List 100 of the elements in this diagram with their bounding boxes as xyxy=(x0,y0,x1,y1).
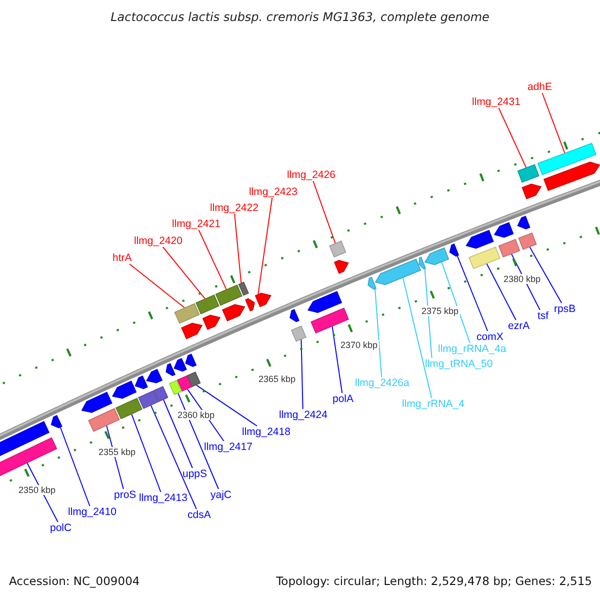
gene-box xyxy=(88,408,120,432)
gene-marker xyxy=(418,256,426,270)
gene-label: llmg_2413 xyxy=(139,492,188,504)
leader-line xyxy=(234,214,242,284)
leader-line xyxy=(486,263,516,320)
leader-line xyxy=(374,288,382,378)
title: Lactococcus lactis subsp. cremoris MG1363, complete genome xyxy=(110,10,490,24)
gene-marker xyxy=(290,308,300,322)
genome-summary: Topology: circular; Length: 2,529,478 bp; Genes: 2,515 xyxy=(276,574,592,588)
gene-label: llmg_2424 xyxy=(279,409,328,421)
gene-box xyxy=(153,386,168,402)
leader-line xyxy=(332,326,343,394)
scale-label: 2380 kbp xyxy=(502,274,542,284)
gene-marker xyxy=(543,162,600,191)
gene-marker xyxy=(368,276,377,290)
gene-marker xyxy=(0,421,50,458)
accession-label: Accession: NC_009004 xyxy=(9,574,140,588)
scale-label: 2350 kbp xyxy=(18,485,57,495)
gene-marker xyxy=(50,414,62,428)
gene-box xyxy=(518,232,537,250)
gene-label: llmg_2417 xyxy=(204,441,252,453)
gene-label: cdsA xyxy=(188,509,211,521)
gene-label: llmg_2426a xyxy=(355,377,410,389)
leader-line xyxy=(424,268,432,358)
leader-line xyxy=(162,246,206,300)
scale-label: 2370 kbp xyxy=(340,340,379,350)
gene-label: llmg_2421 xyxy=(172,218,220,230)
gene-marker xyxy=(202,314,221,330)
gene-label: proS xyxy=(114,489,136,501)
gene-box xyxy=(186,372,201,388)
gene-label: yajC xyxy=(210,489,232,501)
gene-box xyxy=(468,246,500,270)
leader-line xyxy=(456,255,488,332)
gene-box xyxy=(517,164,540,183)
gene-label: llmg_tRNA_50 xyxy=(425,358,493,370)
gene-box xyxy=(0,437,58,478)
gene-label: uppS xyxy=(182,468,208,480)
gene-box xyxy=(174,303,200,324)
gene-label: htrA xyxy=(112,252,132,264)
leader-line xyxy=(60,426,90,506)
leader-line xyxy=(498,108,527,168)
leader-line xyxy=(163,399,193,468)
gene-marker xyxy=(112,380,137,399)
gene-label: polC xyxy=(50,522,72,534)
gene-box xyxy=(498,238,520,258)
gene-marker xyxy=(174,358,187,372)
gene-box xyxy=(329,240,346,258)
gene-marker xyxy=(81,392,112,413)
gene-box xyxy=(215,284,242,306)
gene-label: tsf xyxy=(538,310,549,322)
gene-marker xyxy=(466,230,494,249)
gene-marker xyxy=(374,258,422,286)
leader-line xyxy=(300,338,304,410)
gene-label: ezrA xyxy=(508,320,530,332)
gene-marker xyxy=(166,363,176,376)
gene-marker xyxy=(517,216,530,230)
scale-label: 2365 kbp xyxy=(258,374,297,384)
gene-marker xyxy=(307,291,342,313)
gene-label: llmg_2418 xyxy=(242,426,290,438)
gene-box xyxy=(537,142,596,176)
gene-box xyxy=(168,380,182,396)
leader-line xyxy=(131,414,162,492)
gene-marker xyxy=(222,304,246,322)
gene-marker xyxy=(449,243,460,257)
gene-marker xyxy=(185,354,197,367)
gene-marker xyxy=(522,184,542,200)
gene-label: rpsB xyxy=(554,303,576,315)
scale-label: 2355 kbp xyxy=(98,447,137,457)
gene-box xyxy=(196,294,220,314)
leader-line xyxy=(402,277,432,398)
leader-line xyxy=(312,180,336,244)
gene-label: llmg_2410 xyxy=(68,506,116,518)
leader-line xyxy=(441,262,470,344)
gene-label: llmg_rRNA_4a xyxy=(438,343,506,355)
gene-label: llmg_2426 xyxy=(287,169,336,181)
gene-label: adhE xyxy=(528,81,552,93)
gene-marker xyxy=(334,260,349,274)
leader-line xyxy=(198,230,227,290)
gene-label: polA xyxy=(332,393,354,405)
leader-line xyxy=(150,404,197,510)
gene-box xyxy=(176,375,193,392)
gene-marker xyxy=(424,247,450,266)
gene-marker xyxy=(254,292,272,308)
leader-line xyxy=(529,246,562,304)
gene-marker xyxy=(181,322,203,340)
leader-line xyxy=(178,392,219,490)
gene-label: llmg_2423 xyxy=(249,186,298,198)
gene-marker xyxy=(134,375,148,390)
gene-marker xyxy=(494,222,514,238)
scale-label: 2375 kbp xyxy=(420,306,460,316)
gene-box xyxy=(238,282,249,296)
gene-label: comX xyxy=(476,331,504,343)
gene-marker xyxy=(244,298,255,312)
gene-label: llmg_2422 xyxy=(210,202,258,214)
gene-box xyxy=(290,326,306,342)
leader-line xyxy=(258,198,273,295)
gene-label: llmg_rRNA_4 xyxy=(402,398,464,410)
gene-box xyxy=(138,390,159,409)
gene-box xyxy=(310,308,350,334)
scale-label: 2360 kbp xyxy=(176,410,216,420)
